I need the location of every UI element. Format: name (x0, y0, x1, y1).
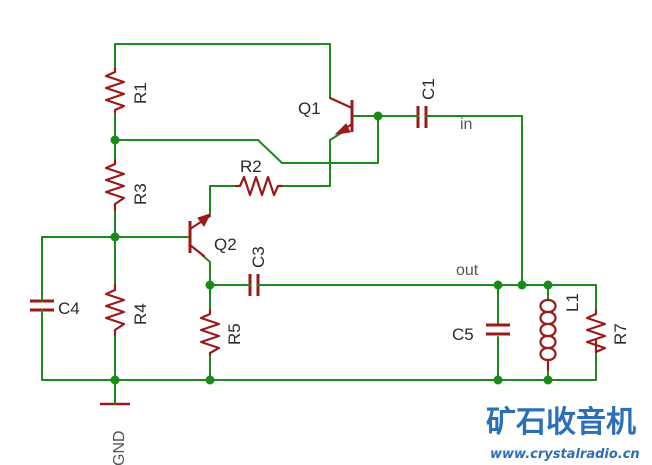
wire-c4-gnd (41, 317, 597, 381)
label-l1: L1 (563, 293, 582, 312)
transistor-q2 (188, 213, 212, 258)
wires (41, 43, 597, 397)
watermark-url: www.crystalradio.cn (490, 447, 640, 462)
capacitor-c1 (411, 106, 433, 128)
ground-symbol (100, 395, 130, 406)
resistor-r4 (104, 283, 126, 337)
label-q2: Q2 (214, 235, 237, 254)
label-r4: R4 (131, 303, 150, 325)
wire-q2-base (41, 236, 191, 293)
net-label-in: in (460, 116, 472, 133)
label-c4: C4 (58, 299, 80, 318)
wire-top-rail (114, 43, 331, 99)
resistor-r1 (104, 66, 126, 114)
label-r7: R7 (611, 323, 630, 345)
transistor-q1 (328, 96, 354, 135)
resistor-r2 (234, 175, 284, 197)
capacitor-c5 (486, 323, 510, 336)
junction-in-tank (517, 280, 527, 290)
wire-tank-top (547, 284, 597, 311)
capacitor-c3 (243, 274, 265, 296)
watermark: 矿石收音机 www.crystalradio.cn (486, 405, 640, 462)
junction-r1-r3 (110, 135, 120, 145)
junction-gnd-r5 (205, 375, 215, 385)
label-c3: C3 (249, 246, 268, 268)
watermark-brand-cn: 矿石收音机 (486, 405, 636, 440)
wire-r3-node-bus (114, 115, 379, 164)
inductor-l1 (539, 298, 557, 372)
wire-q2-emitter (201, 254, 211, 311)
label-r3: R3 (131, 183, 150, 205)
labels: R1 R3 R4 R5 R7 L1 C1 C3 R2 Q1 Q2 C4 C5 i… (58, 78, 630, 465)
label-r1: R1 (131, 82, 150, 104)
junction-out-c5 (493, 280, 503, 290)
net-label-out: out (456, 262, 479, 279)
junction-q1-base (373, 111, 383, 121)
wire-r2-q2 (209, 185, 237, 215)
resistor-r7 (585, 308, 607, 354)
net-label-gnd: GND (111, 430, 128, 465)
junction-l1-top (543, 280, 553, 290)
junction-gnd-l1 (543, 375, 553, 385)
junctions (110, 111, 553, 385)
junction-q2-base (110, 232, 120, 242)
label-c5: C5 (452, 325, 474, 344)
wire-q1-emitter (281, 129, 347, 187)
label-r2: R2 (240, 157, 262, 176)
label-c1: C1 (419, 78, 438, 100)
label-q1: Q1 (298, 99, 321, 118)
capacitor-c4 (30, 291, 54, 319)
junction-gnd-left (110, 375, 120, 385)
label-r5: R5 (225, 323, 244, 345)
resistor-r3 (104, 158, 126, 212)
resistor-r5 (199, 308, 221, 357)
junction-q2-emitter (205, 280, 215, 290)
wire-in-net (431, 115, 523, 285)
junction-gnd-c5 (493, 375, 503, 385)
